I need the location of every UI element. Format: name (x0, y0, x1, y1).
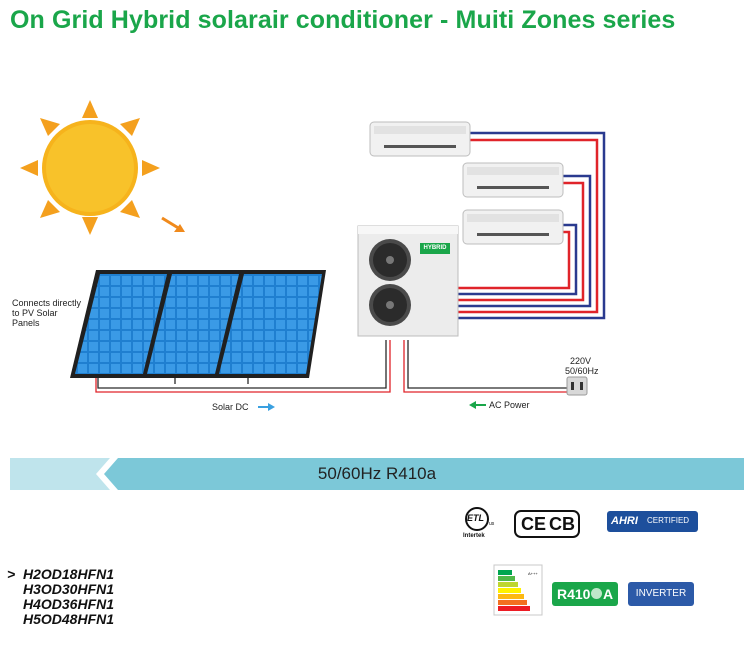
outdoor-unit-logo: HYBRID (423, 245, 447, 251)
model-item: H3OD30HFN1 (23, 581, 115, 597)
energy-top-grade: A+++ (528, 571, 538, 576)
chevron-right-icon: > (7, 566, 16, 582)
etl-certification-logo: ETL us Intertek (463, 507, 495, 539)
indoor-unit-3 (462, 209, 564, 245)
model-item: >H2OD18HFN1 (7, 566, 115, 582)
model-list: >H2OD18HFN1 H3OD30HFN1 H4OD36HFN1 H5OD48… (7, 567, 114, 627)
indoor-unit-2 (462, 162, 564, 198)
refrigerant-lines (458, 131, 606, 320)
model-item: H5OD48HFN1 (23, 611, 115, 627)
spec-band (10, 458, 744, 490)
ahri-certified-logo: AHRI CERTIFIED (607, 511, 698, 532)
ac-power-wiring (403, 340, 567, 393)
globe-icon (591, 588, 602, 599)
spec-band-text: 50/60Hz R410a (317, 464, 437, 483)
solar-dc-arrow-icon (258, 403, 275, 411)
energy-rating-icon (493, 564, 543, 616)
solar-dc-label: Solar DC (212, 402, 249, 412)
inverter-logo: INVERTER (628, 582, 694, 606)
ce-cb-certification-logo: CE CB (514, 510, 580, 538)
indoor-unit-1 (369, 121, 471, 157)
ac-power-label: AC Power (489, 400, 530, 410)
solar-dc-wiring (95, 340, 391, 393)
power-outlet-icon (566, 376, 588, 396)
page-title: On Grid Hybrid solarair conditioner - Mu… (10, 6, 676, 34)
outdoor-unit (357, 225, 459, 337)
solar-panel-3 (214, 270, 326, 378)
ac-power-arrow-icon (469, 401, 486, 409)
grid-frequency-label: 50/60Hz (565, 366, 599, 376)
sunlight-arrow-icon (161, 216, 185, 232)
grid-voltage-label: 220V (570, 356, 592, 366)
panel-connection-note: Connects directly to PV Solar Panels (12, 298, 82, 328)
sun-icon (20, 100, 160, 235)
r410a-logo: R410 A (552, 582, 618, 606)
model-item: H4OD36HFN1 (23, 596, 115, 612)
